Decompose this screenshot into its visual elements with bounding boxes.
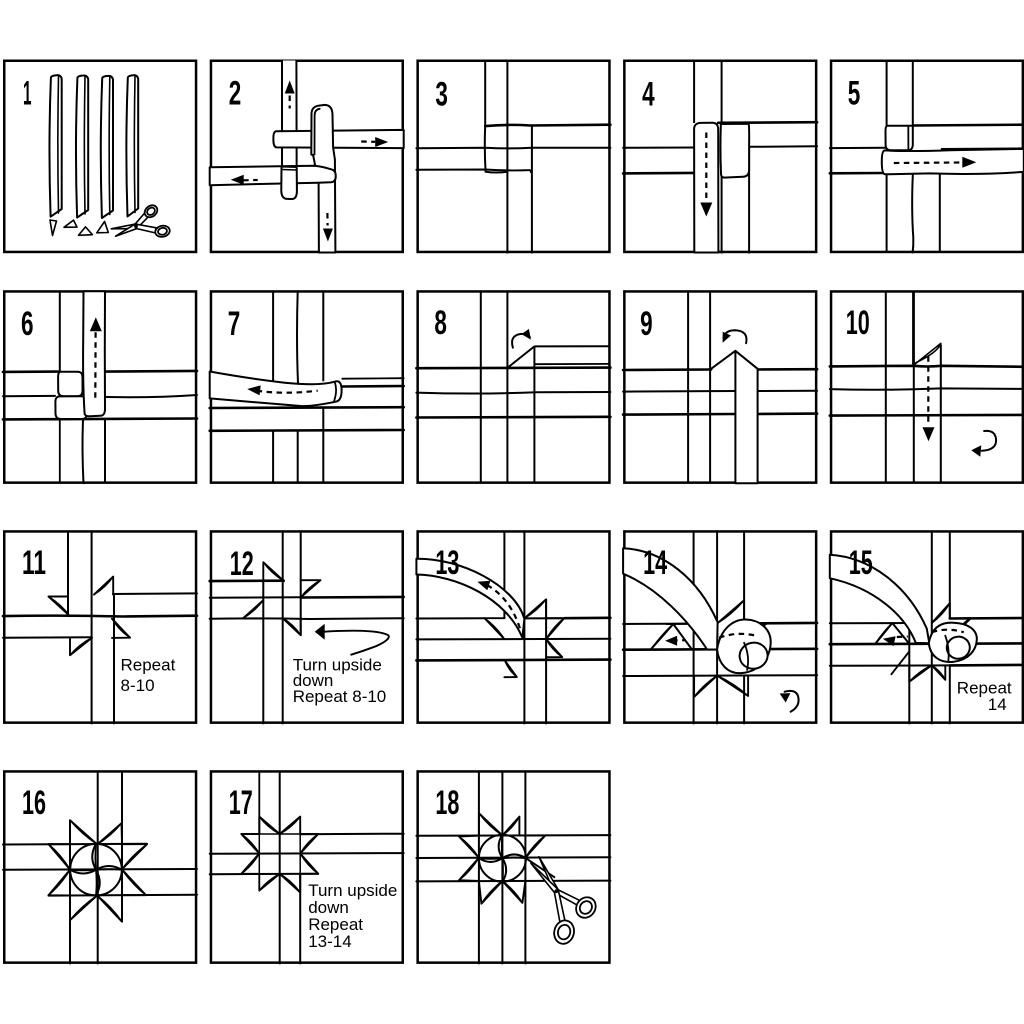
svg-text:4: 4	[642, 76, 655, 114]
svg-text:13-14: 13-14	[308, 932, 351, 951]
svg-text:Repeat: Repeat	[121, 655, 176, 674]
svg-text:Turn upside: Turn upside	[308, 881, 397, 900]
svg-text:10: 10	[846, 304, 870, 342]
svg-text:8-10: 8-10	[121, 676, 155, 695]
svg-text:8: 8	[434, 304, 447, 342]
svg-text:9: 9	[640, 305, 653, 343]
svg-text:3: 3	[435, 76, 448, 114]
svg-text:14: 14	[988, 695, 1007, 714]
svg-text:14: 14	[643, 544, 667, 582]
svg-text:Repeat: Repeat	[308, 915, 363, 934]
svg-text:5: 5	[848, 75, 861, 113]
svg-text:12: 12	[230, 545, 254, 583]
svg-text:11: 11	[22, 544, 46, 582]
svg-text:2: 2	[229, 75, 242, 113]
svg-text:18: 18	[435, 784, 459, 822]
svg-text:Turn upside: Turn upside	[293, 655, 382, 674]
svg-text:7: 7	[228, 305, 241, 343]
svg-text:down: down	[308, 898, 349, 917]
svg-text:13: 13	[435, 544, 459, 582]
svg-text:17: 17	[229, 784, 253, 822]
svg-text:1: 1	[23, 75, 32, 113]
svg-text:6: 6	[21, 305, 34, 343]
svg-text:down: down	[293, 671, 334, 690]
svg-text:16: 16	[22, 784, 46, 822]
svg-text:Repeat: Repeat	[957, 679, 1012, 698]
svg-text:15: 15	[849, 544, 873, 582]
svg-text:Repeat 8-10: Repeat 8-10	[293, 687, 387, 706]
